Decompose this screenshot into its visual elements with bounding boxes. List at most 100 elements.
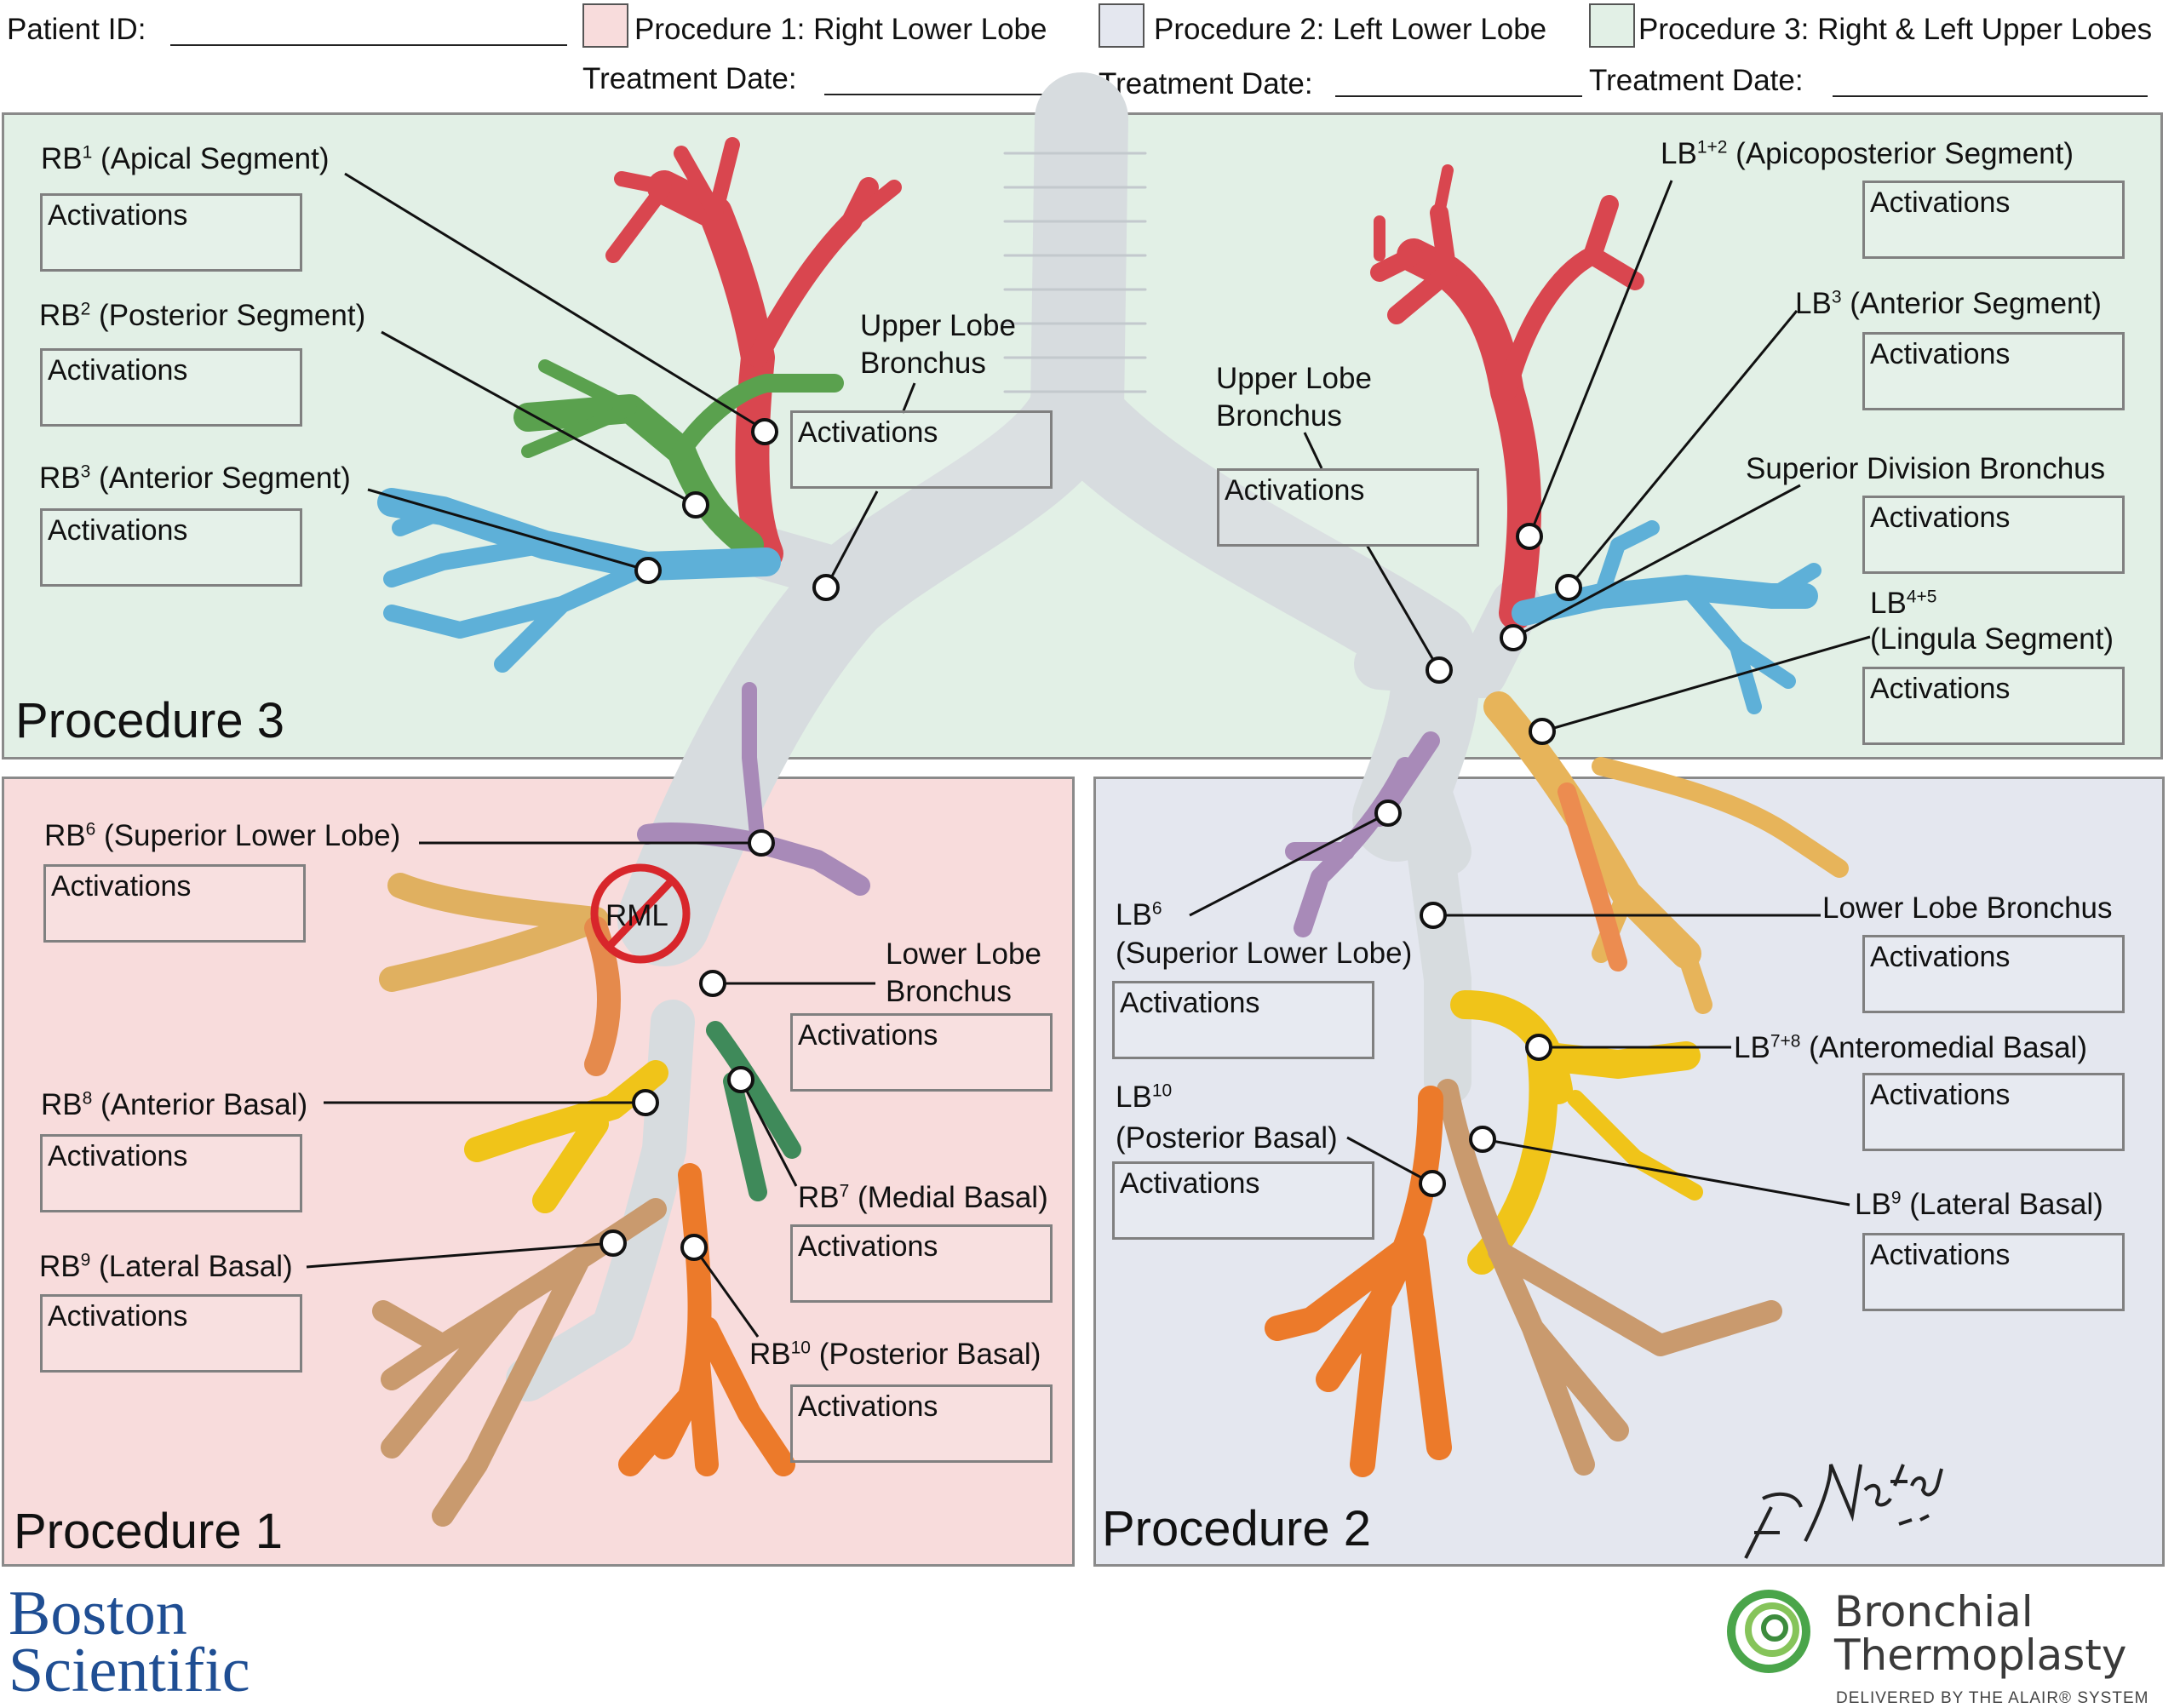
lb3-activations-box[interactable]: Activations xyxy=(1862,332,2125,410)
legend-procedure-2: Procedure 2: Left Lower Lobe xyxy=(1154,13,1547,46)
legend-swatch-procedure-1 xyxy=(582,3,628,48)
rul-bronchus-activations-box[interactable]: Activations xyxy=(790,410,1053,489)
rll-bronchus-label-line1: Lower Lobe xyxy=(886,937,1041,971)
marker-lb1-2 xyxy=(1516,523,1543,550)
legend-procedure-3: Procedure 3: Right & Left Upper Lobes xyxy=(1638,13,2153,46)
rb10-label: RB10 (Posterior Basal) xyxy=(749,1338,1041,1371)
rul-bronchus-label-line2: Bronchus xyxy=(860,347,986,380)
rb2-activations-box[interactable]: Activations xyxy=(40,348,302,427)
activations-label: Activations xyxy=(48,199,188,232)
marker-rll-bronchus xyxy=(699,970,726,997)
lb9-lateral-basal-branch xyxy=(1437,1079,1782,1476)
boston-scientific-logo: Boston Scientific xyxy=(9,1579,250,1705)
rb3-label: RB3 (Anterior Segment) xyxy=(39,461,351,495)
rb2-label: RB2 (Posterior Segment) xyxy=(39,299,366,332)
rb6-superior-branch xyxy=(637,822,870,896)
lb6-activations-box[interactable]: Activations xyxy=(1112,981,1374,1059)
marker-lb10 xyxy=(1419,1170,1446,1197)
rb9-label: RB9 (Lateral Basal) xyxy=(39,1250,293,1283)
activations-label: Activations xyxy=(48,514,188,547)
lb4-5-label-name: (Lingula Segment) xyxy=(1870,622,2114,656)
activations-label: Activations xyxy=(798,416,938,449)
treatment-date-label-3: Treatment Date: xyxy=(1589,64,1804,97)
legend-swatch-procedure-3 xyxy=(1589,3,1635,48)
rb7-activations-box[interactable]: Activations xyxy=(790,1224,1053,1303)
lul-bronchus-activations-box[interactable]: Activations xyxy=(1217,468,1479,547)
superior-division-label: Superior Division Bronchus xyxy=(1746,452,2106,485)
procedure-2-label: Procedure 2 xyxy=(1102,1501,1371,1556)
rb9-activations-box[interactable]: Activations xyxy=(40,1294,302,1373)
marker-lul-bronchus xyxy=(1426,656,1453,684)
procedure-3-label: Procedure 3 xyxy=(15,693,284,748)
treatment-date-field-1[interactable] xyxy=(824,94,1075,95)
boston-scientific-line1: Boston xyxy=(9,1579,187,1648)
activations-label: Activations xyxy=(1870,1239,2011,1271)
netter-signature xyxy=(1744,1464,1943,1559)
treatment-date-field-2[interactable] xyxy=(1335,95,1582,97)
lb10-activations-box[interactable]: Activations xyxy=(1112,1161,1374,1240)
activations-label: Activations xyxy=(1225,474,1365,507)
patient-id-field[interactable] xyxy=(170,44,567,46)
activations-label: Activations xyxy=(48,1300,188,1333)
marker-rb1 xyxy=(751,418,778,445)
rml-label: RML xyxy=(605,899,668,932)
lb10-posterior-basal-branch xyxy=(1265,1086,1452,1477)
bronchial-thermoplasty-logo: Bronchial Thermoplasty xyxy=(1834,1591,2126,1677)
marker-rb10 xyxy=(680,1234,708,1261)
rb3-activations-box[interactable]: Activations xyxy=(40,508,302,587)
marker-rb6 xyxy=(748,829,775,857)
bt-logo-line1: Bronchial xyxy=(1834,1587,2034,1636)
rb8-anterior-basal-branch xyxy=(464,1060,668,1213)
marker-rul-bronchus xyxy=(812,574,840,601)
lb1-2-label: LB1+2 (Apicoposterior Segment) xyxy=(1661,137,2074,170)
marker-rb9 xyxy=(600,1229,627,1257)
lb7-8-activations-box[interactable]: Activations xyxy=(1862,1073,2125,1151)
boston-scientific-line2: Scientific xyxy=(9,1635,250,1705)
rb8-label: RB8 (Anterior Basal) xyxy=(41,1088,308,1121)
superior-division-activations-box[interactable]: Activations xyxy=(1862,496,2125,574)
marker-lb6 xyxy=(1374,800,1402,827)
activations-label: Activations xyxy=(1870,338,2011,370)
lb10-label-code: LB10 xyxy=(1116,1080,1173,1114)
lb9-label: LB9 (Lateral Basal) xyxy=(1855,1188,2103,1221)
marker-rb8 xyxy=(632,1089,659,1116)
rb1-label: RB1 (Apical Segment) xyxy=(41,142,330,175)
marker-rb3 xyxy=(634,557,662,584)
activations-label: Activations xyxy=(1870,186,2011,219)
lb4-5-activations-box[interactable]: Activations xyxy=(1862,667,2125,745)
left-upper-lobe-bronchus xyxy=(1354,579,1541,698)
rul-bronchus-label-line1: Upper Lobe xyxy=(860,309,1016,342)
marker-lb3 xyxy=(1555,574,1582,601)
procedure-1-label: Procedure 1 xyxy=(14,1504,283,1559)
rb8-activations-box[interactable]: Activations xyxy=(40,1134,302,1212)
lb6-label-name: (Superior Lower Lobe) xyxy=(1116,937,1413,970)
bt-logo-tagline: DELIVERED BY THE ALAIR® SYSTEM xyxy=(1836,1689,2149,1707)
treatment-date-field-3[interactable] xyxy=(1833,95,2148,97)
patient-id-label: Patient ID: xyxy=(7,13,146,46)
activations-label: Activations xyxy=(798,1230,938,1263)
rb6-activations-box[interactable]: Activations xyxy=(43,864,306,943)
rb9-lateral-basal-branch xyxy=(372,1198,667,1527)
activations-label: Activations xyxy=(51,870,192,903)
rb7-label: RB7 (Medial Basal) xyxy=(798,1181,1048,1214)
activations-label: Activations xyxy=(798,1390,938,1423)
lb10-label-name: (Posterior Basal) xyxy=(1116,1121,1338,1155)
bt-logo-line2: Thermoplasty xyxy=(1834,1631,2127,1680)
marker-rb7 xyxy=(727,1066,754,1093)
legend-procedure-1: Procedure 1: Right Lower Lobe xyxy=(634,13,1047,46)
rb1-activations-box[interactable]: Activations xyxy=(40,193,302,272)
marker-lb9 xyxy=(1469,1126,1496,1153)
lb9-activations-box[interactable]: Activations xyxy=(1862,1233,2125,1311)
lb6-label-code: LB6 xyxy=(1116,898,1162,931)
activations-label: Activations xyxy=(1870,1079,2011,1111)
leader-lines xyxy=(306,172,1871,1338)
rll-bronchus-label-line2: Bronchus xyxy=(886,975,1012,1008)
lll-bronchus-activations-box[interactable]: Activations xyxy=(1862,935,2125,1013)
rb10-activations-box[interactable]: Activations xyxy=(790,1384,1053,1463)
lb1-2-activations-box[interactable]: Activations xyxy=(1862,181,2125,259)
marker-lll-bronchus xyxy=(1420,902,1447,929)
rll-bronchus-activations-box[interactable]: Activations xyxy=(790,1013,1053,1092)
activations-label: Activations xyxy=(48,354,188,387)
lb4-5-label-code: LB4+5 xyxy=(1870,587,1937,620)
